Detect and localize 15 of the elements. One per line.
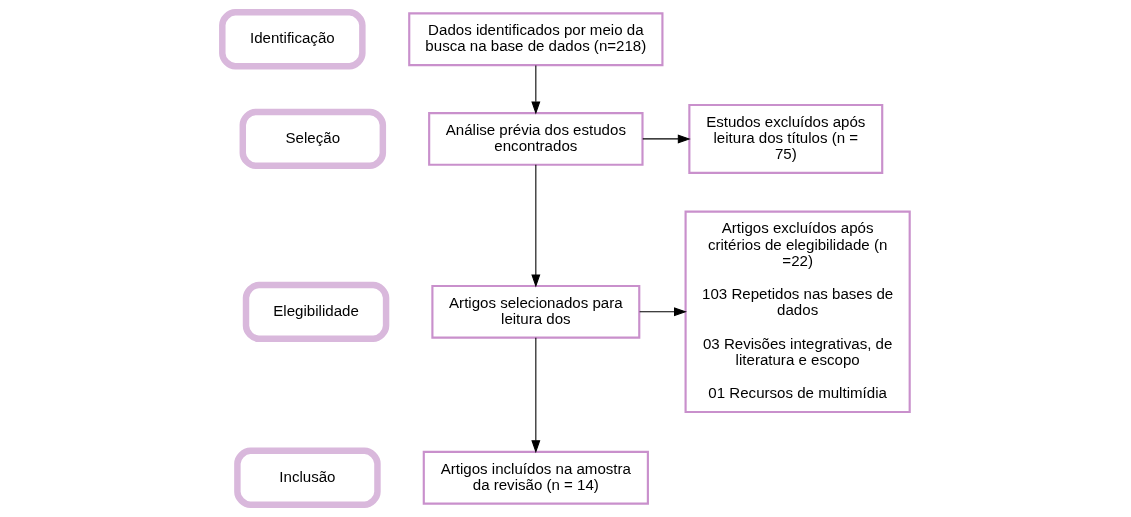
node-box: Elegibilidade — [242, 281, 389, 342]
node-box: Estudos excluídos após leitura dos títulos (n = 75) — [687, 103, 883, 174]
arrow — [638, 307, 687, 317]
arrow — [641, 134, 691, 144]
node-box: Dados identificados por meio da busca na base de dados (n=218) — [407, 12, 663, 67]
node-box: Inclusão — [233, 447, 381, 508]
node-box: Identificação — [218, 9, 366, 70]
node-box: Artigos excluídos após critérios de elegibilidade (n =22) 103 Repetidos nas bases de dados 03 Revisões integrativas, de literatura e escopo 01 Recursos de multimídia — [684, 210, 911, 414]
node-box: Artigos incluídos na amostra da revisão (n = 14) — [422, 450, 649, 505]
node-box: Análise prévia dos estudos encontrados — [427, 111, 644, 166]
node-box: Artigos selecionados para leitura dos — [430, 284, 640, 339]
arrow — [530, 337, 540, 454]
arrow — [530, 164, 540, 288]
arrow — [530, 64, 540, 115]
node-box: Seleção — [239, 108, 386, 170]
